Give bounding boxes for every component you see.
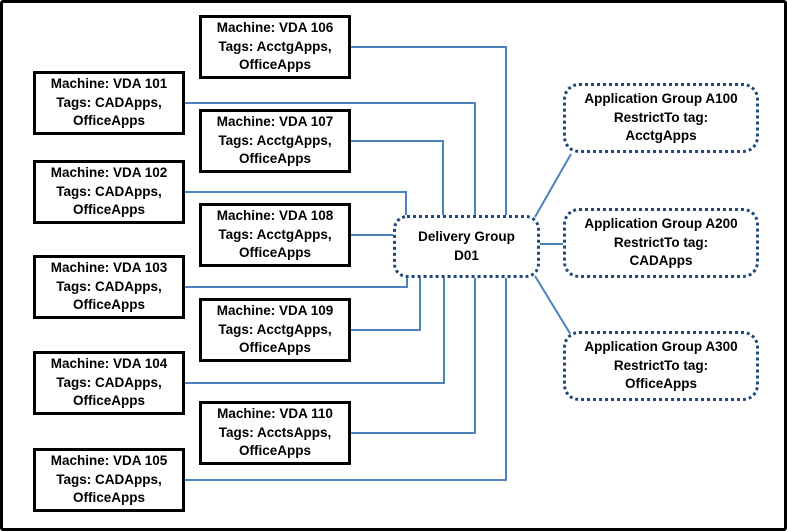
machine-node-vda-106: Machine: VDA 106 Tags: AcctgApps, Office… [199, 15, 351, 79]
machine-node-vda-110: Machine: VDA 110 Tags: AcctsApps, Office… [199, 401, 351, 465]
machine-node-vda-104: Machine: VDA 104 Tags: CADApps, OfficeAp… [33, 351, 185, 415]
machine-title: Machine: VDA 105 [50, 453, 168, 469]
machine-tags-line1: Tags: AcctgApps, [218, 226, 332, 242]
machine-node-vda-105: Machine: VDA 105 Tags: CADApps, OfficeAp… [33, 448, 185, 512]
connector-vda-102-to-d01 [185, 191, 407, 215]
machine-title: Machine: VDA 107 [216, 114, 334, 130]
connector-vda-105-to-d01 [185, 278, 507, 481]
connector-vda-101-to-d01 [185, 102, 476, 215]
machine-title: Machine: VDA 104 [50, 356, 168, 372]
machine-tags-line2: OfficeApps [238, 443, 311, 459]
machine-tags-line1: Tags: AcctsApps, [218, 424, 332, 440]
app-group-node-a300: Application Group A300 RestrictTo tag: O… [563, 331, 759, 401]
connector-vda-103-to-d01 [185, 278, 408, 288]
app-group-title: Application Group A300 [584, 339, 738, 355]
machine-title: Machine: VDA 108 [216, 208, 334, 224]
machine-node-vda-108: Machine: VDA 108 Tags: AcctgApps, Office… [199, 203, 351, 267]
machine-node-vda-103: Machine: VDA 103 Tags: CADApps, OfficeAp… [33, 255, 185, 319]
app-group-restrict-label: RestrictTo tag: [613, 357, 709, 373]
machine-node-vda-107: Machine: VDA 107 Tags: AcctgApps, Office… [199, 109, 351, 173]
machine-title: Machine: VDA 103 [50, 260, 168, 276]
machine-tags-line2: OfficeApps [72, 113, 145, 129]
connector-vda-109-to-d01 [351, 278, 421, 331]
machine-tags-line1: Tags: CADApps, [56, 94, 162, 110]
machine-title: Machine: VDA 109 [216, 303, 334, 319]
connector-d01-to-a300 [534, 275, 572, 336]
machine-tags-line1: Tags: CADApps, [56, 278, 162, 294]
machine-node-vda-109: Machine: VDA 109 Tags: AcctgApps, Office… [199, 298, 351, 362]
delivery-group-id: D01 [454, 247, 479, 263]
connector-vda-104-to-d01 [185, 278, 445, 384]
connector-lines [185, 46, 572, 481]
app-group-title: Application Group A100 [584, 91, 738, 107]
connector-vda-110-to-d01 [351, 278, 476, 434]
app-group-restrict-tag: CADApps [629, 253, 693, 269]
machine-tags-line2: OfficeApps [238, 57, 311, 73]
app-group-restrict-tag: OfficeApps [624, 376, 697, 392]
delivery-group-node-d01: Delivery Group D01 [393, 215, 540, 278]
machine-tags-line2: OfficeApps [72, 490, 145, 506]
connector-vda-107-to-d01 [351, 140, 444, 215]
app-group-node-a100: Application Group A100 RestrictTo tag: A… [563, 83, 759, 153]
machine-tags-line1: Tags: AcctgApps, [218, 132, 332, 148]
app-group-restrict-label: RestrictTo tag: [613, 234, 709, 250]
machine-tags-line2: OfficeApps [238, 151, 311, 167]
machine-title: Machine: VDA 102 [50, 165, 168, 181]
machine-tags-line2: OfficeApps [72, 393, 145, 409]
machine-title: Machine: VDA 101 [50, 76, 168, 92]
connector-vda-106-to-d01 [351, 46, 507, 215]
machine-tags-line2: OfficeApps [238, 340, 311, 356]
machine-title: Machine: VDA 110 [217, 406, 333, 422]
machine-tags-line2: OfficeApps [72, 297, 145, 313]
machine-tags-line2: OfficeApps [72, 202, 145, 218]
machine-tags-line1: Tags: CADApps, [56, 374, 162, 390]
machine-title: Machine: VDA 106 [216, 20, 334, 36]
machine-tags-line1: Tags: CADApps, [56, 471, 162, 487]
app-group-restrict-tag: AcctgApps [625, 128, 697, 144]
machine-tags-line1: Tags: CADApps, [56, 183, 162, 199]
delivery-group-title: Delivery Group [418, 228, 515, 244]
app-group-title: Application Group A200 [584, 216, 738, 232]
machine-node-vda-101: Machine: VDA 101 Tags: CADApps, OfficeAp… [33, 71, 185, 135]
app-group-restrict-label: RestrictTo tag: [613, 109, 709, 125]
connector-d01-to-a100 [534, 153, 572, 218]
machine-tags-line1: Tags: AcctgApps, [218, 38, 332, 54]
machine-tags-line1: Tags: AcctgApps, [218, 321, 332, 337]
machine-node-vda-102: Machine: VDA 102 Tags: CADApps, OfficeAp… [33, 160, 185, 224]
app-group-node-a200: Application Group A200 RestrictTo tag: C… [563, 208, 759, 278]
machine-tags-line2: OfficeApps [238, 245, 311, 261]
